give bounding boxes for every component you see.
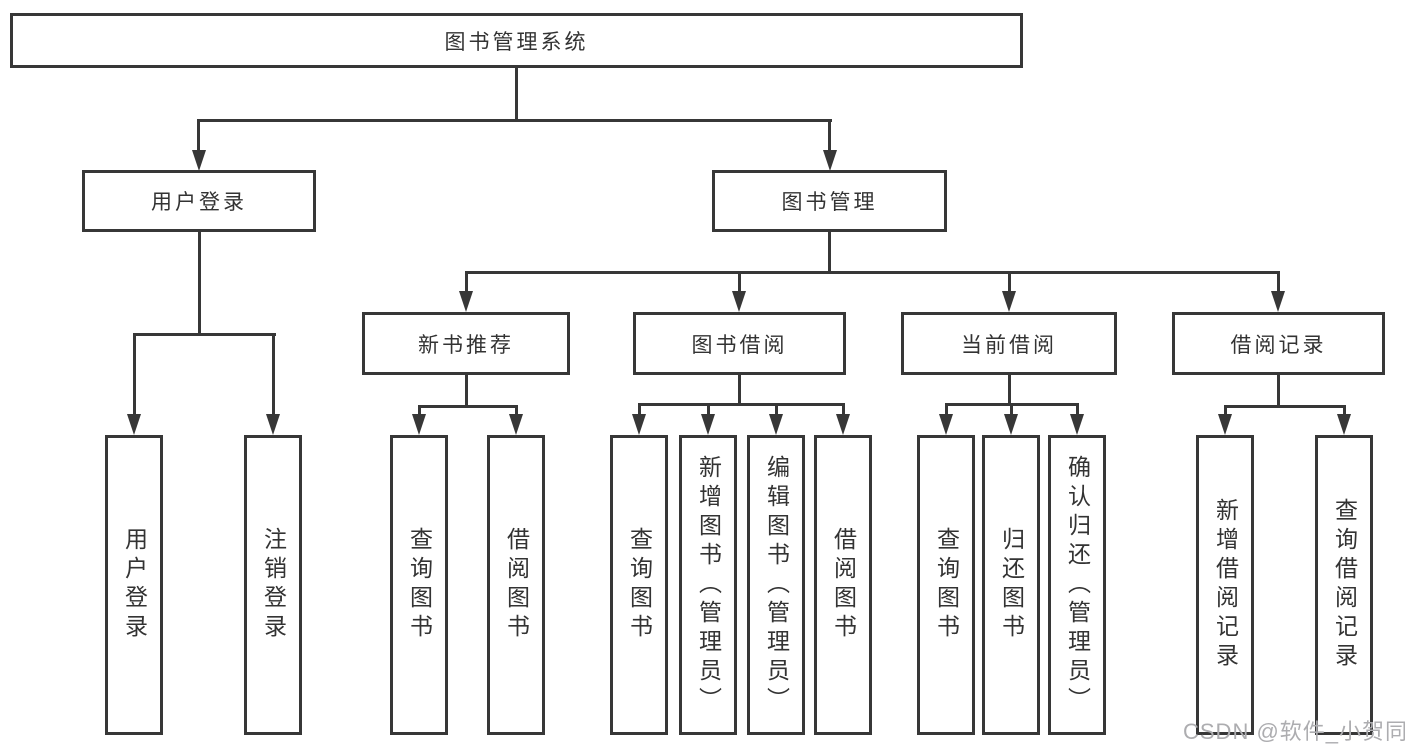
- connector-line: [198, 231, 201, 335]
- node-label: 用户登录: [151, 191, 247, 214]
- node-book-borrowing: 图书借阅: [633, 312, 846, 375]
- connector-arrow: [127, 414, 141, 435]
- connector-arrow: [1218, 414, 1232, 435]
- connector-line: [133, 333, 136, 416]
- connector-line: [1277, 271, 1280, 293]
- connector-line: [1076, 403, 1079, 416]
- connector-arrow: [632, 414, 646, 435]
- connector-arrow: [459, 291, 473, 312]
- node-label: 归还图书: [998, 527, 1025, 643]
- node-current-borrowing: 当前借阅: [901, 312, 1117, 375]
- connector-line: [465, 374, 468, 407]
- connector-arrow: [266, 414, 280, 435]
- node-label: 借阅图书: [503, 527, 530, 643]
- leaf-borrow-books-borrow: 借阅图书: [814, 435, 872, 735]
- node-label: 确认归还（管理员）: [1064, 454, 1091, 716]
- node-label: 图书管理: [781, 191, 878, 214]
- leaf-user-login: 用户登录: [105, 435, 163, 735]
- leaf-query-borrow-record: 查询借阅记录: [1315, 435, 1373, 735]
- connector-line: [465, 271, 468, 293]
- connector-line: [1010, 403, 1013, 416]
- node-label: 新增借阅记录: [1212, 498, 1239, 672]
- connector-line: [638, 403, 641, 416]
- leaf-add-borrow-record: 新增借阅记录: [1196, 435, 1254, 735]
- connector-line: [197, 119, 200, 155]
- node-label: 新书推荐: [418, 333, 514, 357]
- node-label: 编辑图书（管理员）: [763, 454, 790, 716]
- node-label: 查询图书: [933, 527, 960, 643]
- leaf-logout: 注销登录: [244, 435, 302, 735]
- connector-line: [1008, 271, 1011, 293]
- node-label: 借阅记录: [1230, 333, 1327, 357]
- connector-arrow: [823, 150, 837, 171]
- node-library-system: 图书管理系统: [10, 13, 1023, 68]
- connector-arrow: [836, 414, 850, 435]
- connector-line: [197, 119, 832, 122]
- connector-line: [828, 231, 831, 273]
- connector-arrow: [192, 150, 206, 171]
- connector-line: [418, 405, 421, 416]
- node-label: 注销登录: [260, 527, 287, 643]
- node-label: 查询图书: [406, 527, 433, 643]
- connector-line: [842, 403, 845, 416]
- node-label: 图书管理系统: [444, 30, 589, 54]
- connector-line: [1277, 374, 1280, 407]
- leaf-add-book-admin: 新增图书（管理员）: [679, 435, 737, 735]
- connector-line: [515, 66, 518, 121]
- leaf-query-books-current: 查询图书: [917, 435, 975, 735]
- node-label: 新增图书（管理员）: [695, 454, 722, 716]
- connector-arrow: [1004, 414, 1018, 435]
- connector-line: [272, 333, 275, 416]
- connector-line: [828, 119, 831, 155]
- connector-line: [1224, 405, 1346, 408]
- leaf-confirm-return-admin: 确认归还（管理员）: [1048, 435, 1106, 735]
- connector-line: [638, 403, 845, 406]
- connector-arrow: [509, 414, 523, 435]
- connector-arrow: [1337, 414, 1351, 435]
- node-new-book-recommendation: 新书推荐: [362, 312, 570, 375]
- node-label: 查询借阅记录: [1331, 498, 1358, 672]
- connector-arrow: [769, 414, 783, 435]
- connector-line: [1008, 374, 1011, 405]
- node-borrowing-records: 借阅记录: [1172, 312, 1385, 375]
- connector-line: [515, 405, 518, 416]
- connector-arrow: [732, 291, 746, 312]
- leaf-query-books-recommend: 查询图书: [390, 435, 448, 735]
- node-label: 图书借阅: [691, 333, 788, 357]
- connector-line: [133, 333, 276, 336]
- connector-arrow: [701, 414, 715, 435]
- node-label: 用户登录: [121, 527, 148, 643]
- connector-arrow: [412, 414, 426, 435]
- node-label: 借阅图书: [830, 527, 857, 643]
- connector-arrow: [1002, 291, 1016, 312]
- node-label: 查询图书: [626, 527, 653, 643]
- connector-arrow: [1070, 414, 1084, 435]
- connector-line: [1343, 405, 1346, 416]
- node-user-login: 用户登录: [82, 170, 316, 232]
- leaf-return-book: 归还图书: [982, 435, 1040, 735]
- csdn-watermark: CSDN @软件_小贺同学: [1183, 719, 1405, 744]
- leaf-query-books-borrow: 查询图书: [610, 435, 668, 735]
- connector-line: [707, 403, 710, 416]
- node-book-management: 图书管理: [712, 170, 947, 232]
- connector-line: [738, 374, 741, 405]
- leaf-edit-book-admin: 编辑图书（管理员）: [747, 435, 805, 735]
- connector-line: [1224, 405, 1227, 416]
- node-label: 当前借阅: [961, 333, 1057, 357]
- connector-line: [418, 405, 518, 408]
- connector-arrow: [939, 414, 953, 435]
- connector-arrow: [1271, 291, 1285, 312]
- connector-line: [738, 271, 741, 293]
- leaf-borrow-books-recommend: 借阅图书: [487, 435, 545, 735]
- connector-line: [775, 403, 778, 416]
- connector-line: [945, 403, 948, 416]
- connector-line: [465, 271, 1279, 274]
